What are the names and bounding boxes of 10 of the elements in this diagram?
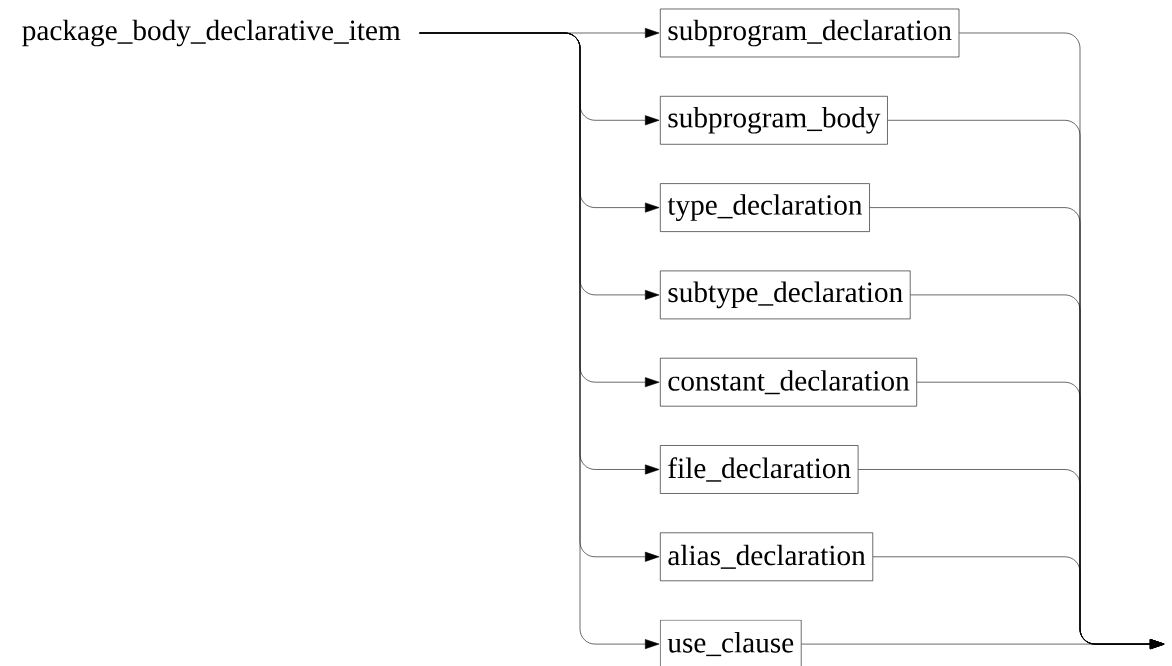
- nonterminal-box: subprogram_declaration: [660, 8, 960, 58]
- nonterminal-box: subtype_declaration: [660, 270, 911, 320]
- arrow: [801, 639, 1165, 650]
- nonterminal-box: use_clause: [660, 619, 802, 666]
- nonterminal-box: file_declaration: [660, 445, 859, 494]
- nonterminal-box: alias_declaration: [660, 532, 874, 582]
- nonterminal-box: subprogram_body: [660, 96, 888, 145]
- nonterminal-box: constant_declaration: [660, 357, 917, 407]
- nonterminal-box: type_declaration: [660, 183, 870, 232]
- rule-name: package_body_declarative_item: [22, 19, 401, 47]
